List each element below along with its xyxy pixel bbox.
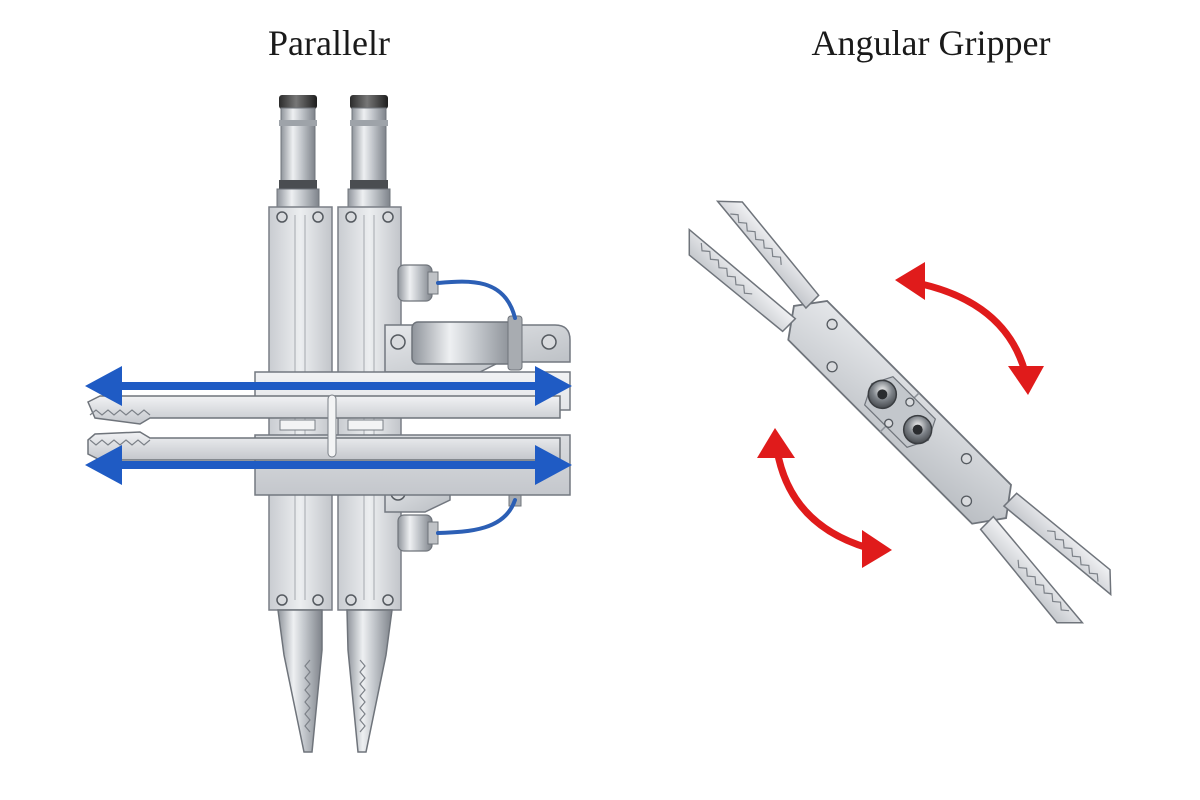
center-slot	[279, 394, 384, 458]
angular-motion-arrow-upper	[895, 262, 1044, 395]
pivot-hub-upper	[867, 379, 898, 410]
angular-jaw-lower	[979, 492, 1112, 624]
parallel-motion-arrow-lower	[85, 445, 572, 485]
pivot-hub-lower	[902, 414, 933, 445]
horizontal-jaw-upper	[87, 395, 561, 425]
air-hose-upper	[436, 279, 517, 320]
parallel-motion-arrow-upper	[85, 366, 572, 406]
bottom-finger-right	[346, 609, 393, 753]
parallel-gripper	[85, 95, 572, 753]
pneumatic-cylinder-right	[347, 95, 391, 208]
plate-screws	[276, 211, 394, 606]
pneumatic-cylinder-left	[276, 95, 320, 208]
angular-gripper	[688, 200, 1112, 624]
air-hose-lower	[436, 498, 517, 535]
angular-gripper-title: Angular Gripper	[811, 23, 1051, 63]
bottom-finger-left	[277, 609, 323, 753]
horizontal-jaw-lower	[87, 431, 561, 461]
parallel-gripper-title: Parallelr	[268, 23, 390, 63]
angular-jaw-upper	[688, 200, 820, 333]
angular-motion-arrow-lower	[757, 428, 892, 568]
body-screws	[826, 318, 973, 507]
angular-gripper-body	[787, 300, 1012, 525]
upper-actuator-bracket	[384, 264, 571, 373]
